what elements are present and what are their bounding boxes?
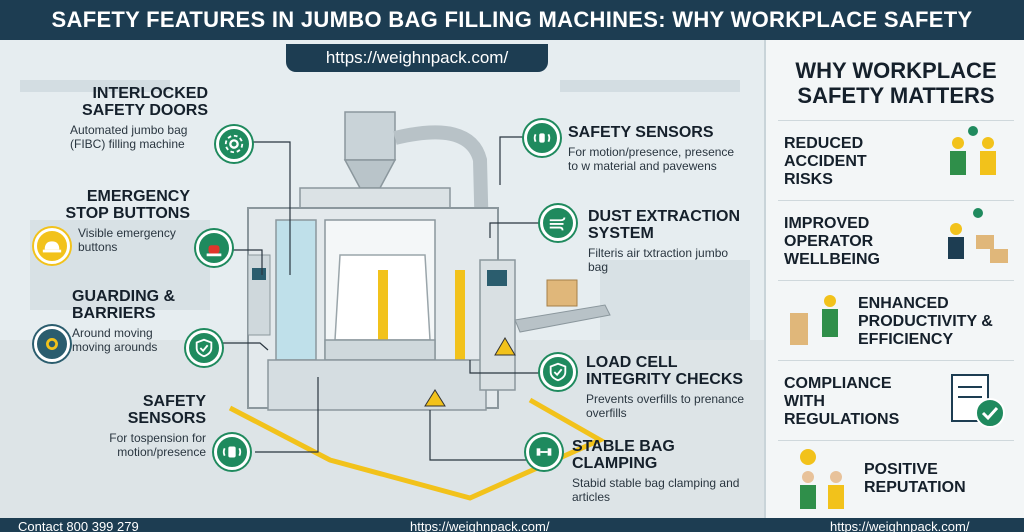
callout-desc: For tospension for motion/presence (109, 431, 206, 459)
callout-desc: Prevents overfills to prenance overfills (586, 392, 745, 420)
callout-title: DUST EXTRACTION SYSTEM (588, 208, 740, 242)
gear-icon (216, 126, 252, 162)
callout-safety-sensors-left: SAFETY SENSORS For tospension for motion… (86, 393, 206, 459)
filling-machine-graphic (0, 40, 764, 518)
callout-title: INTERLOCKED SAFETY DOORS (82, 85, 208, 119)
sidebar-title: WHY WORKPLACE SAFETY MATTERS (795, 58, 997, 108)
callout-bag-clamping: STABLE BAG CLAMPING Stabid stable bag cl… (572, 438, 742, 504)
callout-desc: Automated jumbo bag (FIBC) filling machi… (70, 123, 188, 151)
header-url-tab[interactable]: https://weighnpack.com/ (286, 44, 548, 72)
sidebar-item-label: ENHANCED PRODUCTIVITY & EFFICIENCY (858, 295, 993, 348)
footer-contact: Contact 800 399 279 (18, 519, 139, 532)
callout-emergency-stop: EMERGENCY STOP BUTTONS Visible emergency… (60, 188, 190, 254)
sidebar-item-reduced-risks: REDUCED ACCIDENT RISKS (778, 120, 1014, 200)
shield-check-icon (540, 354, 576, 390)
machine-illustration (0, 40, 764, 518)
callout-safety-sensors-right: SAFETY SENSORS For motion/presence, pres… (568, 124, 738, 173)
checklist-icon (951, 374, 1005, 428)
callout-title: GUARDING & BARRIERS (72, 288, 176, 322)
callout-desc: For motion/presence, presence to w mater… (568, 145, 735, 173)
sidebar-item-wellbeing: IMPROVED OPERATOR WELLBEING (778, 200, 1014, 280)
callout-dust-extraction: DUST EXTRACTION SYSTEM Filteris air txtr… (588, 208, 748, 274)
callout-desc: Filteris air txtraction jumbo bag (588, 246, 729, 274)
gear-worker-icon (34, 326, 70, 362)
sensor-icon (524, 120, 560, 156)
callout-title: LOAD CELL INTEGRITY CHECKS (586, 354, 744, 388)
sidebar-item-productivity: ENHANCED PRODUCTIVITY & EFFICIENCY (778, 280, 1014, 360)
callout-interlocked-doors: INTERLOCKED SAFETY DOORS Automated jumbo… (70, 85, 208, 151)
hardhat-icon (34, 228, 70, 264)
callout-title: SAFETY SENSORS (127, 393, 206, 427)
worker-carrying-boxes-icon (790, 295, 838, 345)
workers-high-five-icon (950, 126, 996, 175)
clamp-icon (526, 434, 562, 470)
callout-title: STABLE BAG CLAMPING (572, 438, 675, 472)
sensor-icon (214, 434, 250, 470)
callout-load-cell: LOAD CELL INTEGRITY CHECKS Prevents over… (586, 354, 756, 420)
footer-url-center[interactable]: https://weighnpack.com/ (410, 519, 550, 532)
sidebar-item-label: IMPROVED OPERATOR WELLBEING (784, 215, 880, 268)
sidebar-item-label: REDUCED ACCIDENT RISKS (784, 135, 867, 188)
callout-desc: Stabid stable bag clamping and articles (572, 476, 740, 504)
callout-desc: Around moving moving arounds (72, 326, 158, 354)
shield-check-icon (186, 330, 222, 366)
sidebar-item-label: COMPLIANCE WITH REGULATIONS (784, 375, 900, 428)
worker-boxes-icon (948, 208, 1008, 263)
footer-bar: Contact 800 399 279 https://weighnpack.c… (0, 518, 1024, 532)
callout-title: SAFETY SENSORS (568, 124, 714, 141)
footer-url-right[interactable]: https://weighnpack.com/ (830, 519, 970, 532)
sidebar-item-compliance: COMPLIANCE WITH REGULATIONS (778, 360, 1014, 440)
callout-guarding-barriers: GUARDING & BARRIERS Around moving moving… (72, 288, 180, 354)
emergency-light-icon (196, 230, 232, 266)
why-safety-sidebar: WHY WORKPLACE SAFETY MATTERS REDUCED ACC… (764, 40, 1024, 518)
callout-desc: Visible emergency buttons (78, 226, 176, 254)
callout-title: EMERGENCY STOP BUTTONS (65, 188, 190, 222)
sidebar-item-reputation: POSITIVE REPUTATION (778, 440, 1014, 518)
airflow-icon (540, 205, 576, 241)
page-title: SAFETY FEATURES IN JUMBO BAG FILLING MAC… (0, 0, 1024, 72)
smiling-workers-icon (800, 449, 844, 509)
sidebar-item-label: POSITIVE REPUTATION (864, 461, 966, 496)
